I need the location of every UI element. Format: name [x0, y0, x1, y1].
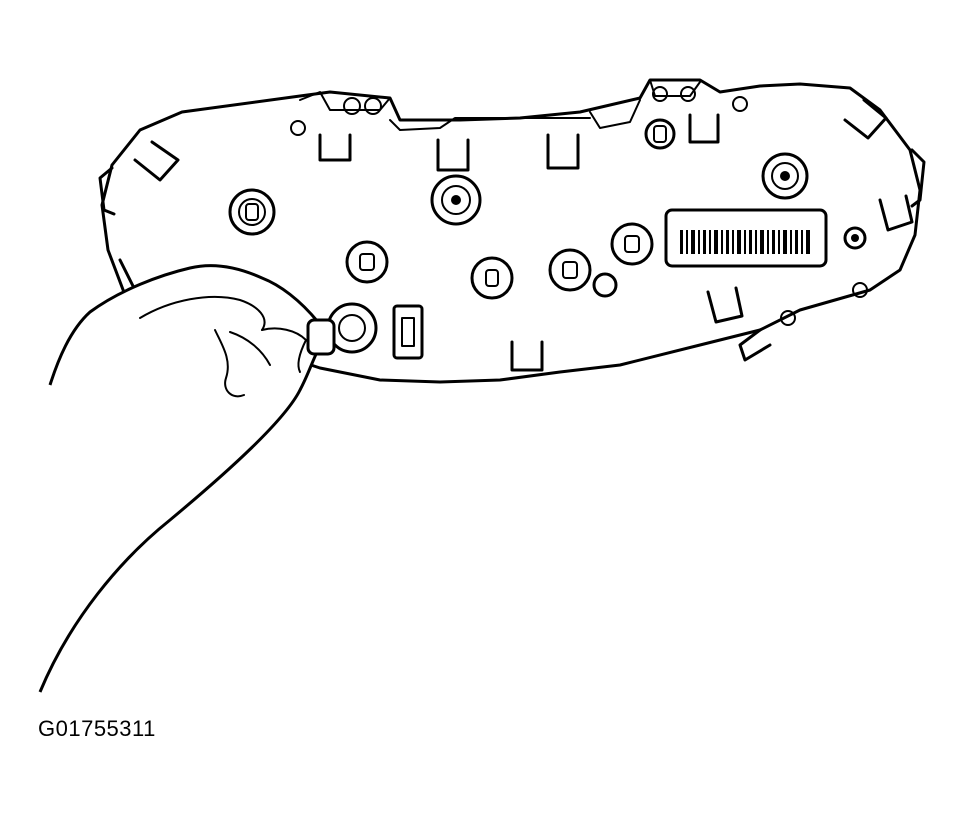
mount-hole — [732, 96, 748, 112]
clip — [706, 286, 744, 324]
bulb-socket-icon — [610, 222, 654, 266]
clip — [133, 140, 180, 182]
clip — [546, 133, 580, 170]
bulb-socket-icon — [430, 174, 482, 226]
bulb-socket-icon — [470, 256, 514, 300]
side-tab-right — [910, 148, 926, 208]
clip — [510, 340, 544, 372]
socket-in-hand — [306, 318, 336, 356]
barcode-label-icon — [664, 208, 828, 268]
mount-hole — [852, 282, 868, 298]
mount-hole — [652, 86, 668, 102]
bulb-socket-icon — [326, 302, 424, 360]
clip — [878, 194, 914, 232]
small-boss — [843, 226, 867, 250]
small-boss-center — [851, 234, 859, 242]
mount-hole — [780, 310, 796, 326]
thumb-line — [261, 327, 307, 373]
bulb-socket-icon — [644, 118, 676, 150]
mount-hole — [680, 86, 696, 102]
clip — [436, 138, 470, 172]
clip — [843, 98, 888, 140]
bulb-socket-icon — [548, 248, 592, 292]
top-edge-detail — [299, 79, 701, 131]
bulb-socket-icon — [345, 240, 389, 284]
bottom-tab-right — [738, 328, 772, 362]
finger-line — [214, 329, 245, 398]
bulb-socket-icon — [761, 152, 809, 200]
finger-line — [229, 331, 271, 366]
figure-code: G01755311 — [38, 716, 156, 741]
small-boss — [592, 272, 618, 298]
bulb-socket-icon — [228, 188, 276, 236]
hand-icon — [38, 264, 336, 693]
side-tab-left — [98, 166, 116, 216]
clip — [318, 133, 352, 162]
mount-hole — [290, 120, 306, 136]
clip — [688, 113, 720, 144]
mount-hole — [343, 97, 361, 115]
knuckle-line — [139, 295, 266, 331]
mount-hole — [364, 97, 382, 115]
instrument-cluster-rear-icon — [98, 78, 926, 384]
